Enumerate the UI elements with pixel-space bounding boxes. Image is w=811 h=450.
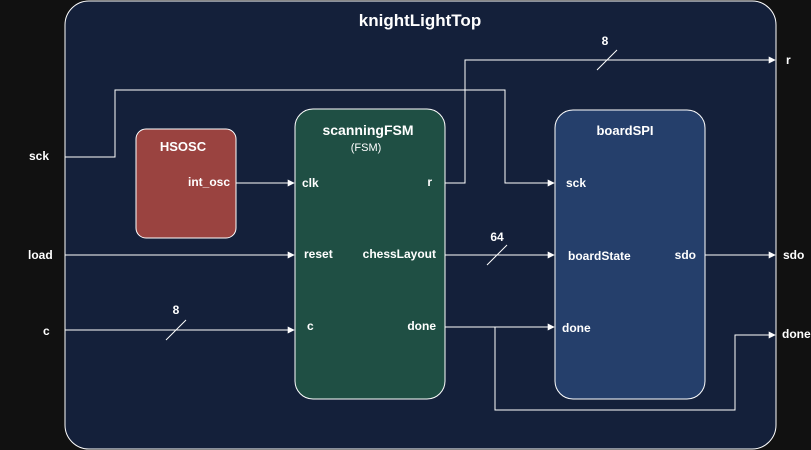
wire-fsm-done-to-done <box>494 327 776 411</box>
spi-port-done: done <box>562 321 591 335</box>
ext-port-c: c <box>43 324 50 338</box>
ext-port-done: done <box>782 327 811 341</box>
bus-slash-chesslayout <box>486 244 508 266</box>
bus-width-r: 8 <box>602 34 609 48</box>
spi-title: boardSPI <box>596 123 653 138</box>
bus-slash-c <box>165 319 187 341</box>
wire-sck-to-spi-sck <box>65 89 555 187</box>
bus-slash-r <box>596 49 618 71</box>
wire-fsm-r-to-r <box>445 56 776 184</box>
bus-width-c: 8 <box>173 303 180 317</box>
fsm-port-reset: reset <box>304 247 333 261</box>
bus-width-chesslayout: 64 <box>490 230 504 244</box>
fsm-subtitle: (FSM) <box>351 142 382 154</box>
fsm-port-done: done <box>407 319 436 333</box>
fsm-port-c: c <box>307 319 314 333</box>
fsm-port-clk: clk <box>302 176 319 190</box>
ext-port-load: load <box>28 248 53 262</box>
spi-port-sck: sck <box>566 176 586 190</box>
hsosc-port-int-osc: int_osc <box>188 175 230 189</box>
fsm-title: scanningFSM <box>322 122 413 138</box>
spi-port-boardstate: boardState <box>568 249 631 263</box>
hsosc-title: HSOSC <box>160 139 207 154</box>
fsm-port-chesslayout: chessLayout <box>363 247 436 261</box>
fsm-block <box>294 108 446 400</box>
ext-port-r: r <box>786 53 791 67</box>
fsm-port-r: r <box>427 175 432 189</box>
top-module-title: knightLightTop <box>359 11 481 30</box>
ext-port-sck: sck <box>29 149 49 163</box>
spi-port-sdo: sdo <box>675 248 696 262</box>
ext-port-sdo: sdo <box>783 248 804 262</box>
